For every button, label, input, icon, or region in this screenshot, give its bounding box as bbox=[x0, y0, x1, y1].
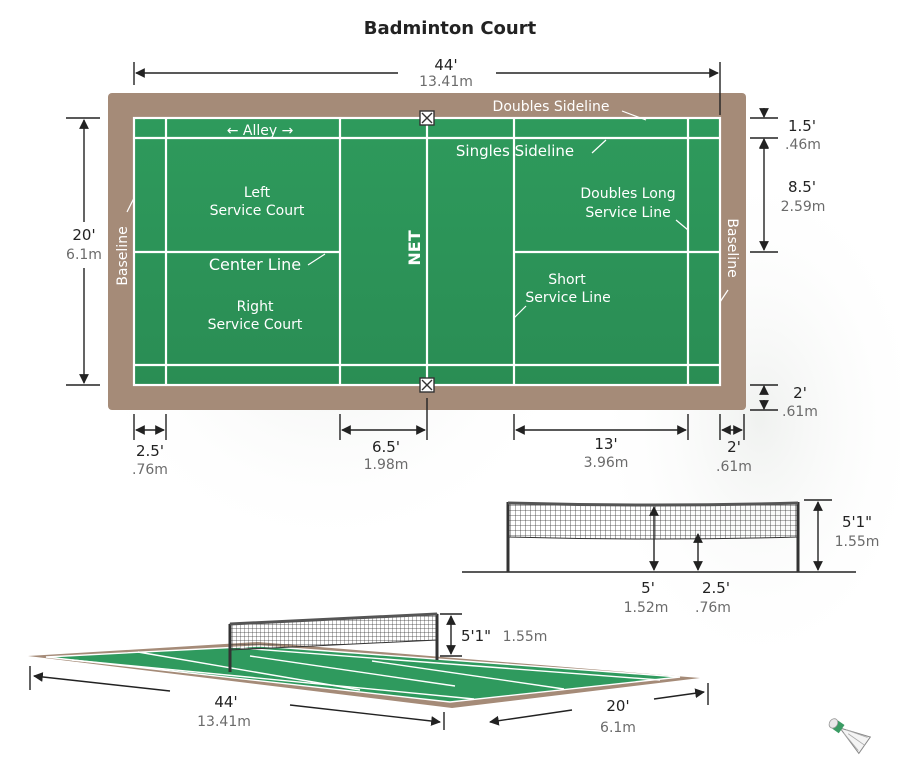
net-post-icon bbox=[419, 110, 435, 126]
doubles-sideline-pointer bbox=[621, 110, 647, 121]
left-service-court-label-2: Service Court bbox=[210, 203, 305, 219]
service-length-ft-label: 13' bbox=[594, 435, 617, 453]
service-width-ft-label: 8.5' bbox=[788, 178, 816, 196]
service-width-m-label: 2.59m bbox=[781, 199, 826, 215]
net-post-icon bbox=[419, 377, 435, 393]
length-dimension bbox=[133, 62, 721, 115]
alley-width-ft-label: 1.5' bbox=[788, 117, 816, 135]
alley-width-m-label: .46m bbox=[785, 137, 821, 153]
net-gap-ft-label: 6.5' bbox=[372, 438, 400, 456]
doubles-sideline-label: Doubles Sideline bbox=[493, 99, 610, 115]
net-elevation bbox=[462, 499, 856, 573]
doubles-long-service-line-label-2: Service Line bbox=[585, 205, 670, 221]
back-left-dimension bbox=[133, 414, 167, 440]
baseline-left-label: Baseline bbox=[115, 226, 131, 285]
baseline-right-pointer bbox=[719, 289, 729, 303]
singles-sideline-pointer bbox=[591, 139, 607, 154]
center-line-pointer bbox=[307, 253, 326, 266]
right-service-court-label-2: Service Court bbox=[208, 317, 303, 333]
right-gap-ft-label: 2' bbox=[793, 384, 807, 402]
perspective-width-ft-label: 20' bbox=[606, 697, 629, 715]
short-service-pointer bbox=[513, 305, 527, 319]
net-center-ft-label: 5' bbox=[641, 579, 655, 597]
right-gap-dimension bbox=[750, 384, 778, 411]
net-gap-dimension bbox=[339, 398, 428, 440]
length-ft-label: 44' bbox=[434, 56, 457, 74]
net-label: NET bbox=[405, 230, 424, 265]
alley-label: ← Alley → bbox=[227, 123, 294, 139]
baseline-right-label: Baseline bbox=[724, 218, 740, 277]
center-line-label: Center Line bbox=[209, 255, 301, 274]
net-height-ft-label: 5'1" bbox=[842, 513, 872, 531]
doubles-long-service-pointer bbox=[675, 219, 689, 231]
left-service-court-label: Left bbox=[244, 185, 271, 201]
short-service-line-label: Short bbox=[548, 272, 586, 288]
service-length-dimension bbox=[513, 414, 689, 440]
perspective-court bbox=[28, 612, 709, 730]
back-left-ft-label: 2.5' bbox=[136, 442, 164, 460]
right-service-court-label: Right bbox=[237, 299, 274, 315]
service-length-m-label: 3.96m bbox=[584, 455, 629, 471]
back-right-ft-label: 2' bbox=[727, 438, 741, 456]
back-right-m-label: .61m bbox=[716, 459, 752, 475]
net-gap-m-label: 1.98m bbox=[364, 457, 409, 473]
service-width-dimension bbox=[750, 139, 778, 253]
perspective-length-ft-label: 44' bbox=[214, 693, 237, 711]
net-depth-m-label: .76m bbox=[695, 600, 731, 616]
right-gap-m-label: .61m bbox=[782, 404, 818, 420]
shuttlecock-icon bbox=[828, 718, 872, 755]
perspective-net-ft-label: 5'1" bbox=[461, 627, 491, 645]
singles-sideline-label: Singles Sideline bbox=[456, 142, 574, 160]
net-center-m-label: 1.52m bbox=[624, 600, 669, 616]
net-height-m-label: 1.55m bbox=[835, 534, 880, 550]
back-right-dimension bbox=[719, 414, 745, 440]
width-m-label: 6.1m bbox=[66, 247, 102, 263]
perspective-net-m-label: 1.55m bbox=[503, 629, 548, 645]
width-dimension bbox=[66, 117, 100, 386]
net-depth-ft-label: 2.5' bbox=[702, 579, 730, 597]
short-service-line-label-2: Service Line bbox=[525, 290, 610, 306]
length-m-label: 13.41m bbox=[419, 74, 473, 90]
page-title: Badminton Court bbox=[364, 18, 537, 39]
court-lines bbox=[132, 116, 722, 387]
perspective-width-m-label: 6.1m bbox=[600, 720, 636, 736]
back-left-m-label: .76m bbox=[132, 462, 168, 478]
baseline-left-pointer bbox=[126, 197, 135, 213]
perspective-length-m-label: 13.41m bbox=[197, 714, 251, 730]
doubles-long-service-line-label: Doubles Long bbox=[580, 186, 675, 202]
width-ft-label: 20' bbox=[72, 226, 95, 244]
